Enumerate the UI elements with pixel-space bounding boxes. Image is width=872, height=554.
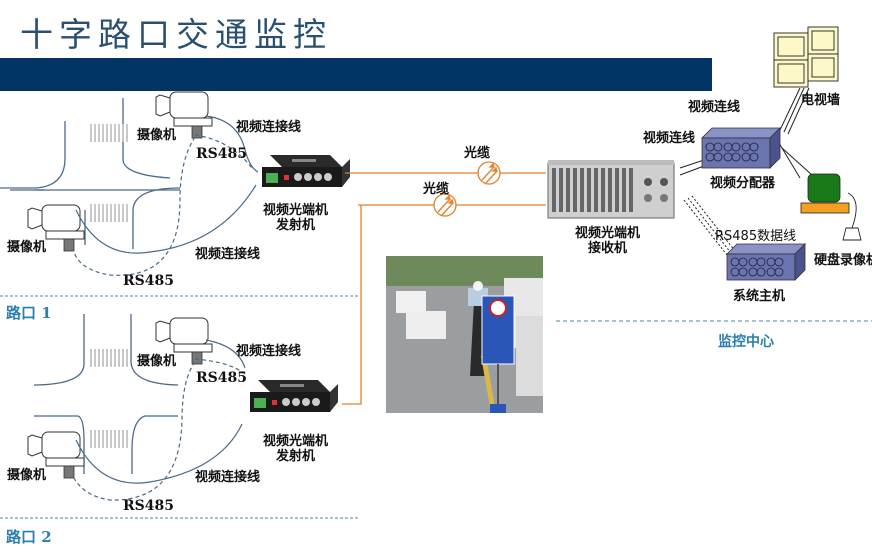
intersection-2-label: 路口 2 [6, 528, 52, 546]
camera-label: 摄像机 [7, 468, 47, 483]
video-link-label: 视频连线 [688, 100, 741, 115]
crosswalk [90, 124, 128, 142]
video-cable-label: 视频连接线 [195, 247, 261, 262]
video-link-lines [679, 87, 813, 179]
rs485-label: RS485 [123, 498, 174, 514]
control-center-label: 监控中心 [718, 334, 774, 350]
fiber-cable-label: 光缆 [423, 182, 450, 197]
camera-label: 摄像机 [137, 354, 177, 369]
video-cable-label: 视频连接线 [236, 120, 302, 135]
rs485-label: RS485 [196, 146, 247, 162]
hard-disk-recorder-icon [800, 173, 862, 241]
tv-wall-icon [773, 26, 839, 88]
video-cables-1 [75, 115, 259, 254]
receiver-rack-icon [547, 160, 675, 219]
transmitter-label: 视频光端机 发射机 [263, 203, 328, 233]
header-banner [0, 58, 712, 91]
rs485-label: RS485 [123, 273, 174, 289]
rs485-cables-1 [73, 134, 253, 276]
transmitter-label-line2: 发射机 [276, 218, 316, 233]
intersection-2-roads [34, 314, 179, 474]
video-link-label: 视频连线 [643, 131, 696, 146]
transmitter-label: 视频光端机 发射机 [263, 434, 328, 464]
intersection-1-label: 路口 1 [6, 304, 52, 322]
crosswalk [90, 430, 128, 448]
receiver-label-line2: 接收机 [588, 241, 628, 256]
video-cable-label: 视频连接线 [236, 344, 302, 359]
receiver-label: 视频光端机 接收机 [575, 226, 640, 256]
recorder-label: 硬盘录像机 [814, 253, 872, 268]
transmitter-device-icon [262, 155, 350, 187]
rs485-data-label: RS485数据线 [715, 229, 797, 244]
distributor-label: 视频分配器 [710, 176, 776, 191]
transmitter-label-line2: 发射机 [276, 449, 316, 464]
crosswalk [90, 349, 128, 367]
video-distributor-icon [701, 127, 781, 169]
transmitter-label-line1: 视频光端机 [263, 434, 329, 449]
intersection-1-roads [0, 98, 181, 249]
rs485-cables-2 [73, 358, 246, 501]
page-title: 十字路口交通监控 [20, 15, 332, 54]
tv-wall-label: 电视墙 [801, 93, 841, 108]
fiber-connector-icon [433, 193, 457, 217]
transmitter-device-icon [250, 380, 338, 412]
fiber-connector-icon [477, 161, 501, 185]
video-cables-2 [75, 339, 246, 484]
rs485-label: RS485 [196, 370, 247, 386]
camera-label: 摄像机 [137, 128, 177, 143]
crosswalk [90, 204, 128, 222]
system-host-icon [726, 243, 806, 281]
traffic-police-photo [386, 256, 543, 413]
receiver-label-line1: 视频光端机 [575, 226, 641, 241]
transmitter-label-line1: 视频光端机 [263, 203, 329, 218]
video-cable-label: 视频连接线 [195, 470, 261, 485]
camera-label: 摄像机 [7, 240, 47, 255]
host-label: 系统主机 [733, 289, 786, 304]
fiber-cable-label: 光缆 [464, 146, 491, 161]
